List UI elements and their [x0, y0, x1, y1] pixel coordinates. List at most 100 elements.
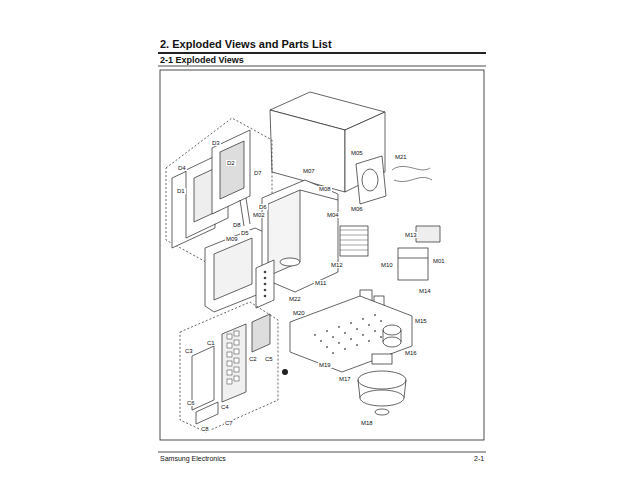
callout-number: C8 — [200, 426, 210, 432]
header-rule — [158, 52, 486, 54]
coupler — [375, 409, 389, 415]
callout-number: C3 — [184, 348, 194, 354]
cabinet-side — [270, 110, 345, 192]
key-button — [227, 379, 232, 384]
magnetron — [340, 226, 368, 256]
callout-number: C2 — [248, 356, 258, 362]
cooling-fin — [340, 245, 368, 246]
foot — [282, 369, 288, 375]
footer-company: Samsung Electronics — [160, 455, 226, 462]
button-dot — [264, 283, 267, 286]
callout-number: M17 — [338, 376, 352, 382]
key-button — [227, 334, 232, 339]
roller-ring — [372, 354, 392, 364]
key-button — [234, 349, 239, 354]
vent-hole — [314, 334, 316, 336]
vent-hole — [380, 336, 382, 338]
callout-number: M20 — [292, 310, 306, 316]
vent-hole — [320, 340, 322, 342]
vent-hole — [368, 324, 370, 326]
vent-hole — [350, 322, 352, 324]
callout-number: M08 — [318, 186, 332, 192]
callout-number: M22 — [288, 296, 302, 302]
cavity-seal — [280, 258, 300, 266]
capacitor-base — [383, 337, 401, 347]
vent-hole — [332, 336, 334, 338]
fan-blade — [362, 169, 378, 191]
callout-number: M01 — [432, 258, 446, 264]
key-button — [227, 352, 232, 357]
callout-number: M21 — [394, 154, 408, 160]
tray-bottom — [360, 390, 404, 406]
key-button — [234, 340, 239, 345]
callout-number: D2 — [226, 160, 236, 166]
key-button — [227, 361, 232, 366]
cooling-fin — [340, 230, 368, 231]
front-plate — [205, 228, 264, 312]
callout-number: D5 — [240, 230, 250, 236]
page-title: 2. Exploded Views and Parts List — [160, 38, 332, 50]
callout-number: C4 — [220, 404, 230, 410]
callout-number: M16 — [404, 350, 418, 356]
key-button — [227, 370, 232, 375]
tray-side — [404, 380, 406, 398]
vent-hole — [356, 344, 358, 346]
callout-number: M05 — [350, 150, 364, 156]
callout-number: M12 — [330, 262, 344, 268]
door-hook — [246, 198, 250, 224]
callout-number: M14 — [418, 288, 432, 294]
cooling-fin — [340, 250, 368, 251]
section-heading: 2-1 Exploded Views — [160, 55, 244, 65]
vent-hole — [362, 318, 364, 320]
vent-hole — [374, 314, 376, 316]
group-outline — [180, 302, 278, 432]
vent-hole — [374, 330, 376, 332]
transformer — [398, 248, 428, 280]
button-dot — [264, 289, 267, 292]
key-button — [227, 343, 232, 348]
button-dot — [264, 295, 267, 298]
callout-number: M07 — [302, 168, 316, 174]
hv-capacitor — [383, 325, 401, 335]
vent-hole — [368, 340, 370, 342]
vent-hole — [332, 352, 334, 354]
callout-number: C7 — [224, 420, 234, 426]
callout-number: D1 — [176, 188, 186, 194]
callout-number: C1 — [206, 340, 216, 346]
vent-hole — [326, 346, 328, 348]
cooling-fin — [340, 240, 368, 241]
callout-number: D4 — [177, 165, 187, 171]
wire-harness — [392, 166, 432, 181]
callout-number: M19 — [318, 362, 332, 368]
vent-hole — [380, 320, 382, 322]
control-panel — [256, 260, 274, 308]
transformer-core — [398, 258, 428, 259]
callout-number: M11 — [314, 280, 327, 286]
callout-number: M02 — [252, 212, 266, 218]
vent-hole — [356, 328, 358, 330]
callout-number: M15 — [414, 318, 428, 324]
page-number: 2-1 — [474, 455, 484, 462]
callout-number: M10 — [380, 262, 394, 268]
fuse-block — [416, 226, 440, 242]
tray-side — [358, 380, 360, 398]
key-button — [234, 358, 239, 363]
vent-hole — [338, 326, 340, 328]
callout-number: D8 — [232, 222, 242, 228]
vent-hole — [350, 338, 352, 340]
vent-hole — [326, 330, 328, 332]
cooling-fin — [340, 235, 368, 236]
key-button — [234, 331, 239, 336]
button-dot — [264, 271, 267, 274]
control-membrane — [222, 324, 246, 402]
fan-motor — [356, 156, 386, 204]
key-button — [234, 367, 239, 372]
front-opening — [214, 238, 252, 300]
callout-number: M06 — [350, 206, 364, 212]
callout-number: M18 — [360, 420, 374, 426]
callout-number: C6 — [186, 400, 196, 406]
turntable-tray — [358, 371, 406, 389]
button-dot — [264, 277, 267, 280]
